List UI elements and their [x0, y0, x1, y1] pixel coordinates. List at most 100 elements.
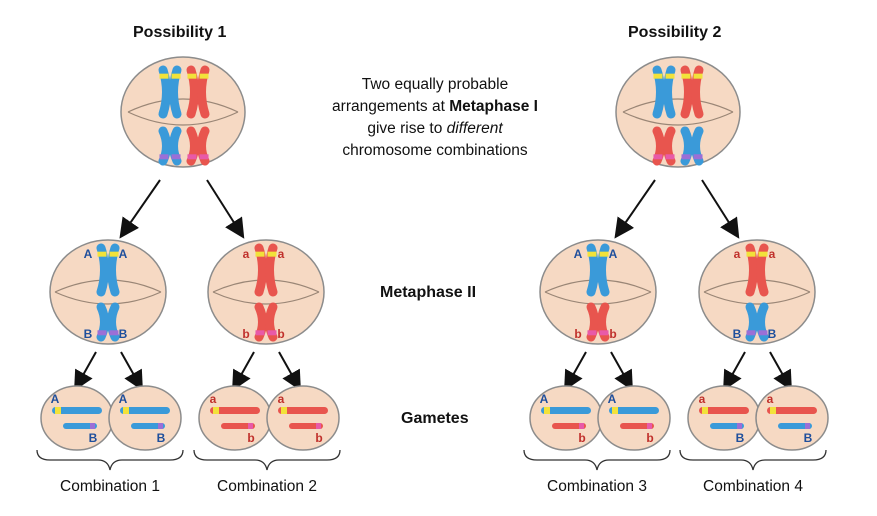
allele-band — [97, 251, 107, 257]
metaphase-i-cell-possibility-2 — [615, 56, 741, 168]
allele-band — [316, 423, 321, 429]
gametes-label: Gametes — [401, 410, 469, 427]
brace — [679, 449, 827, 471]
allele-band — [255, 251, 265, 257]
allele-label: b — [242, 327, 249, 341]
allele-band — [805, 423, 810, 429]
chromosome-large — [120, 407, 170, 414]
metaphase-i-cell-possibility-1 — [120, 56, 246, 168]
allele-band — [159, 73, 169, 79]
combination-4-label: Combination 4 — [703, 478, 803, 495]
allele-band — [199, 154, 209, 160]
allele-band — [90, 423, 95, 429]
possibility-1-title: Possibility 1 — [133, 24, 227, 41]
metaphase-ii-cell — [698, 239, 816, 345]
allele-band — [187, 73, 197, 79]
allele-band — [647, 423, 652, 429]
allele-band — [159, 154, 169, 160]
combination-2-label: Combination 2 — [217, 478, 317, 495]
chromosome-large — [699, 407, 749, 414]
allele-band — [746, 251, 756, 257]
chromosome-large — [767, 407, 817, 414]
arrow — [278, 351, 301, 391]
possibility-2-title: Possibility 2 — [628, 24, 722, 41]
allele-band — [653, 73, 663, 79]
allele-band — [693, 73, 703, 79]
arrow — [610, 351, 633, 391]
allele-band — [123, 407, 129, 414]
metaphase-ii-cell — [539, 239, 657, 345]
allele-label: b — [574, 327, 581, 341]
allele-label: A — [51, 392, 60, 406]
allele-band — [187, 154, 197, 160]
allele-label: B — [733, 327, 742, 341]
allele-label: a — [767, 392, 774, 406]
explanation-caption: Two equally probable arrangements at Met… — [305, 74, 565, 162]
gamete-cell: Ab — [597, 385, 671, 451]
metaphase-ii-label: Metaphase II — [380, 284, 477, 301]
allele-label: A — [609, 247, 618, 261]
allele-band — [758, 251, 768, 257]
allele-band — [737, 423, 742, 429]
metaphase-ii-cell — [207, 239, 325, 345]
arrow — [723, 351, 746, 391]
allele-band — [281, 407, 287, 414]
allele-band — [770, 407, 776, 414]
chromosome-large — [278, 407, 328, 414]
allele-band — [579, 423, 584, 429]
allele-label: b — [578, 431, 585, 445]
brace — [36, 449, 184, 471]
gamete-cell: ab — [266, 385, 340, 451]
arrow — [564, 351, 587, 391]
allele-band — [665, 73, 675, 79]
allele-label: B — [84, 327, 93, 341]
allele-band — [267, 251, 277, 257]
allele-label: B — [157, 431, 166, 445]
allele-band — [693, 154, 703, 160]
allele-band — [97, 330, 107, 336]
caption-line-1: Two equally probable — [361, 76, 509, 93]
allele-band — [109, 251, 119, 257]
allele-band — [681, 73, 691, 79]
allele-label: A — [540, 392, 549, 406]
allele-band — [665, 154, 675, 160]
gamete-cell: aB — [687, 385, 761, 451]
chromosome-large-red — [186, 65, 210, 119]
allele-band — [681, 154, 691, 160]
allele-label: B — [736, 431, 745, 445]
allele-label: a — [210, 392, 217, 406]
arrow — [74, 351, 97, 391]
chromosome-large-blue — [158, 65, 182, 119]
allele-band — [109, 330, 119, 336]
brace — [193, 449, 341, 471]
allele-band — [255, 330, 265, 336]
chromosome-small — [289, 423, 323, 429]
allele-band — [199, 73, 209, 79]
allele-label: A — [574, 247, 583, 261]
allele-label: A — [119, 247, 128, 261]
allele-label: a — [699, 392, 706, 406]
gamete-cell: AB — [108, 385, 182, 451]
allele-band — [171, 154, 181, 160]
allele-band — [544, 407, 550, 414]
gamete-cell: Ab — [529, 385, 603, 451]
allele-band — [171, 73, 181, 79]
caption-line-3: give rise to different — [367, 120, 503, 137]
chromosome-large — [541, 407, 591, 414]
allele-label: a — [243, 247, 250, 261]
allele-band — [587, 330, 597, 336]
chromosome-small-blue — [158, 126, 182, 166]
arrow — [614, 179, 656, 239]
allele-band — [653, 154, 663, 160]
caption-line-2: arrangements at Metaphase I — [332, 98, 538, 115]
allele-label: A — [608, 392, 617, 406]
allele-band — [267, 330, 277, 336]
metaphase-ii-cell — [49, 239, 167, 345]
allele-label: b — [646, 431, 653, 445]
allele-label: B — [804, 431, 813, 445]
chromosome-small — [778, 423, 812, 429]
caption-line-4: chromosome combinations — [342, 142, 528, 159]
